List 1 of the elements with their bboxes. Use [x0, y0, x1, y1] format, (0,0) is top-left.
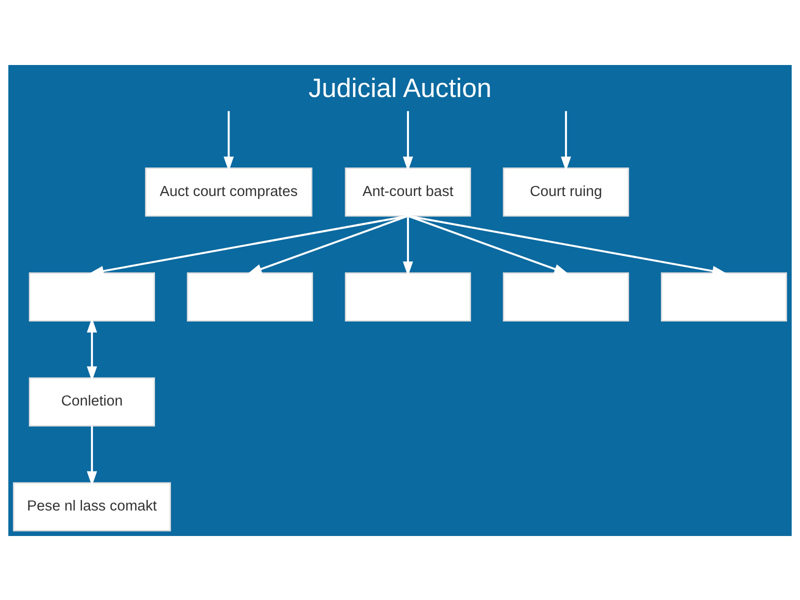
diagram-title: Judicial Auction: [308, 72, 492, 102]
